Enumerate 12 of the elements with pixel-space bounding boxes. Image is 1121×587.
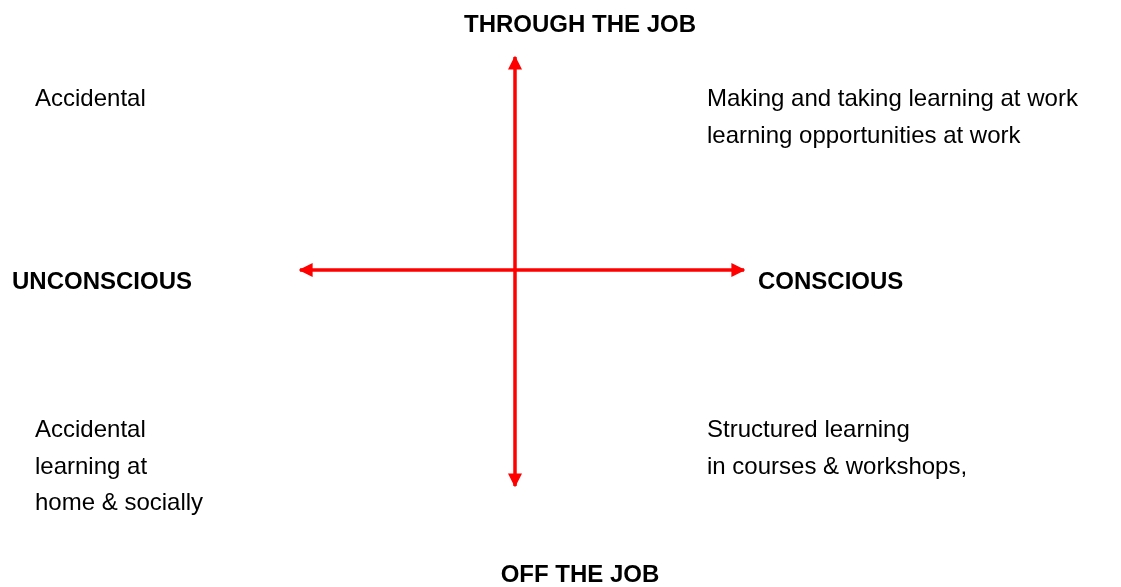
quadrant-text: Structured learning — [707, 415, 910, 443]
axis-label: UNCONSCIOUS — [12, 267, 192, 295]
quadrant-text: learning opportunities at work — [707, 121, 1021, 149]
axis-label: OFF THE JOB — [500, 560, 660, 587]
quadrant-text: Accidental — [35, 415, 146, 443]
quadrant-text: Making and taking learning at work — [707, 84, 1078, 112]
quadrant-text: in courses & workshops, — [707, 452, 968, 480]
quadrant-text: Accidental — [35, 84, 146, 112]
quadrant-text: learning at — [35, 452, 148, 480]
axis-label: THROUGH THE JOB — [464, 10, 696, 38]
axis-label: CONSCIOUS — [758, 267, 904, 295]
quadrant-text: home & socially — [35, 488, 204, 516]
